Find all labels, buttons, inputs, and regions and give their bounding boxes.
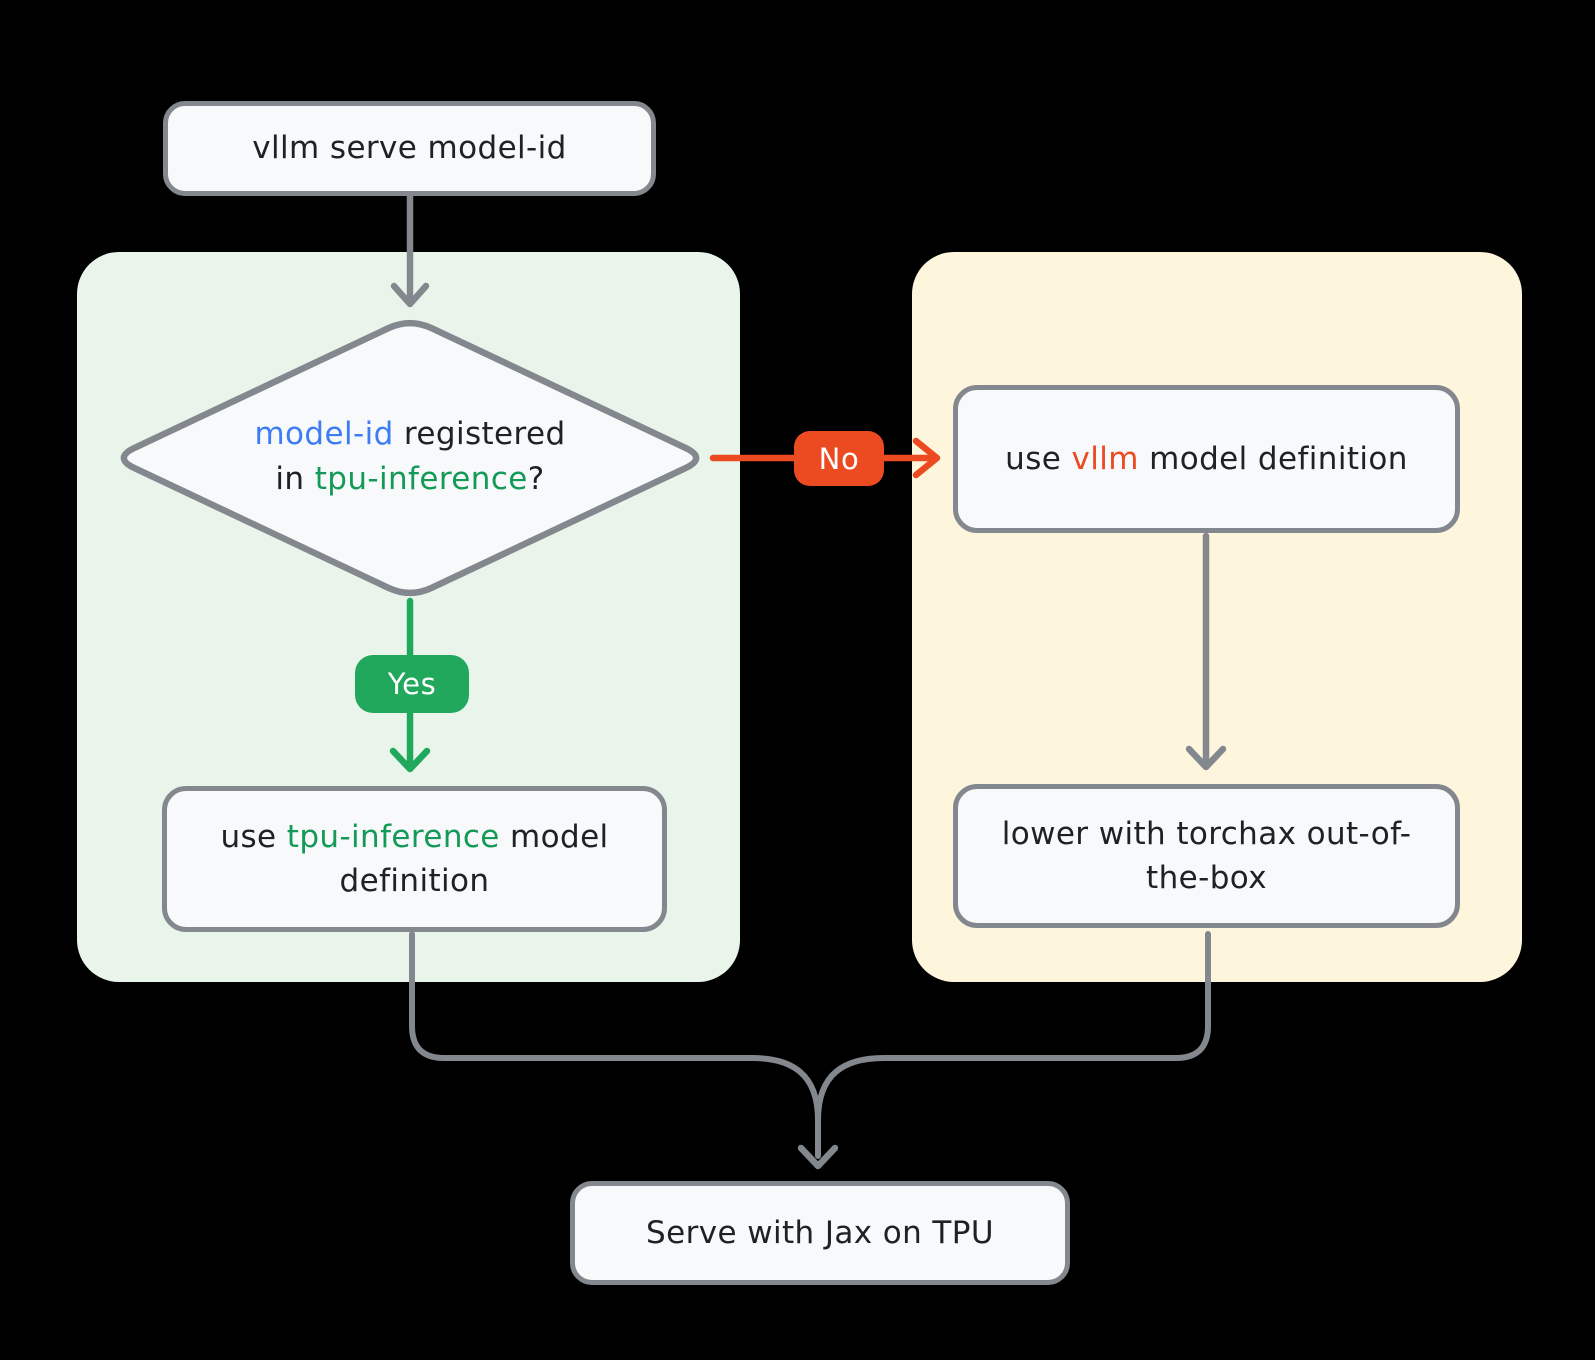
node-serve-label: Serve with Jax on TPU xyxy=(646,1214,994,1251)
no-badge: No xyxy=(794,431,884,486)
decision-label-line1: model-id registered xyxy=(150,412,670,457)
decision-in-text: in xyxy=(275,460,315,497)
node-use-vllm-label: use vllm model definition xyxy=(1005,437,1408,481)
node-start: vllm serve model-id xyxy=(163,101,656,196)
decision-diamond xyxy=(120,319,700,597)
use-tpu-pre-text: use xyxy=(220,818,287,855)
yes-badge: Yes xyxy=(355,655,469,713)
vllm-to-torchax-arrowhead-icon xyxy=(1185,745,1227,771)
use-vllm-highlight-text: vllm xyxy=(1071,440,1139,477)
no-badge-label: No xyxy=(818,441,860,476)
decision-label: model-id registered in tpu-inference? xyxy=(150,412,670,502)
start-to-decision-arrowhead-icon xyxy=(390,282,430,308)
use-tpu-post-text: model definition xyxy=(339,818,609,899)
decision-model-id-text: model-id xyxy=(254,416,394,452)
decision-question-mark: ? xyxy=(527,460,545,497)
decision-label-line2: in tpu-inference? xyxy=(150,457,670,502)
use-vllm-pre-text: use xyxy=(1005,440,1072,477)
node-torchax: lower with torchax out-of-the-box xyxy=(953,784,1460,928)
merge-left-connector xyxy=(409,931,821,1159)
node-start-label: vllm serve model-id xyxy=(252,130,567,167)
yes-badge-label: Yes xyxy=(387,667,437,701)
use-tpu-highlight-text: tpu-inference xyxy=(286,818,500,855)
node-use-tpu-inference-label: use tpu-inference model definition xyxy=(189,815,640,903)
yes-branch-arrowhead-icon xyxy=(389,747,431,773)
use-vllm-post-text: model definition xyxy=(1138,440,1408,477)
decision-registered-text: registered xyxy=(393,416,566,452)
node-torchax-label: lower with torchax out-of-the-box xyxy=(1001,815,1412,896)
no-branch-arrowhead-icon xyxy=(912,437,941,479)
node-use-vllm: use vllm model definition xyxy=(953,385,1460,533)
node-serve: Serve with Jax on TPU xyxy=(570,1181,1070,1285)
merge-right-connector xyxy=(815,931,1211,1123)
node-use-tpu-inference: use tpu-inference model definition xyxy=(162,786,667,932)
decision-tpu-inference-text: tpu-inference xyxy=(314,460,528,497)
merge-arrowhead-icon xyxy=(797,1144,839,1170)
